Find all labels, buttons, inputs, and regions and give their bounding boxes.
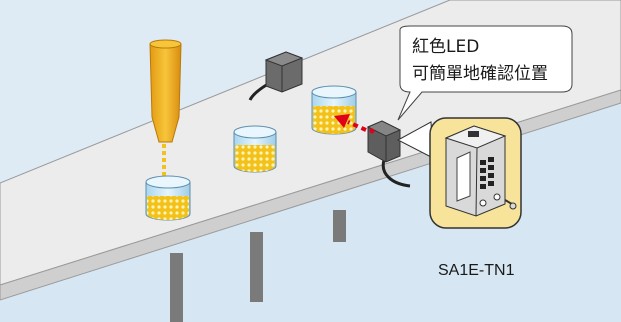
- led-beam: [334, 114, 367, 132]
- callout-line-2: 可簡單地確認位置: [412, 64, 548, 84]
- callout-line-1: 紅色LED: [412, 37, 479, 57]
- zoom-detail: [396, 117, 522, 229]
- rear-sensor: [248, 51, 304, 101]
- cup-middle: [233, 125, 277, 173]
- sensor-zoom-icon: [444, 125, 517, 217]
- cup-detected: [311, 85, 357, 135]
- model-label: SA1E-TN1: [438, 262, 515, 279]
- front-sensor: [366, 120, 411, 188]
- liquid-dispenser: [149, 39, 182, 180]
- led-callout: 紅色LED 可簡單地確認位置: [397, 25, 573, 121]
- cup-filling: [145, 175, 191, 221]
